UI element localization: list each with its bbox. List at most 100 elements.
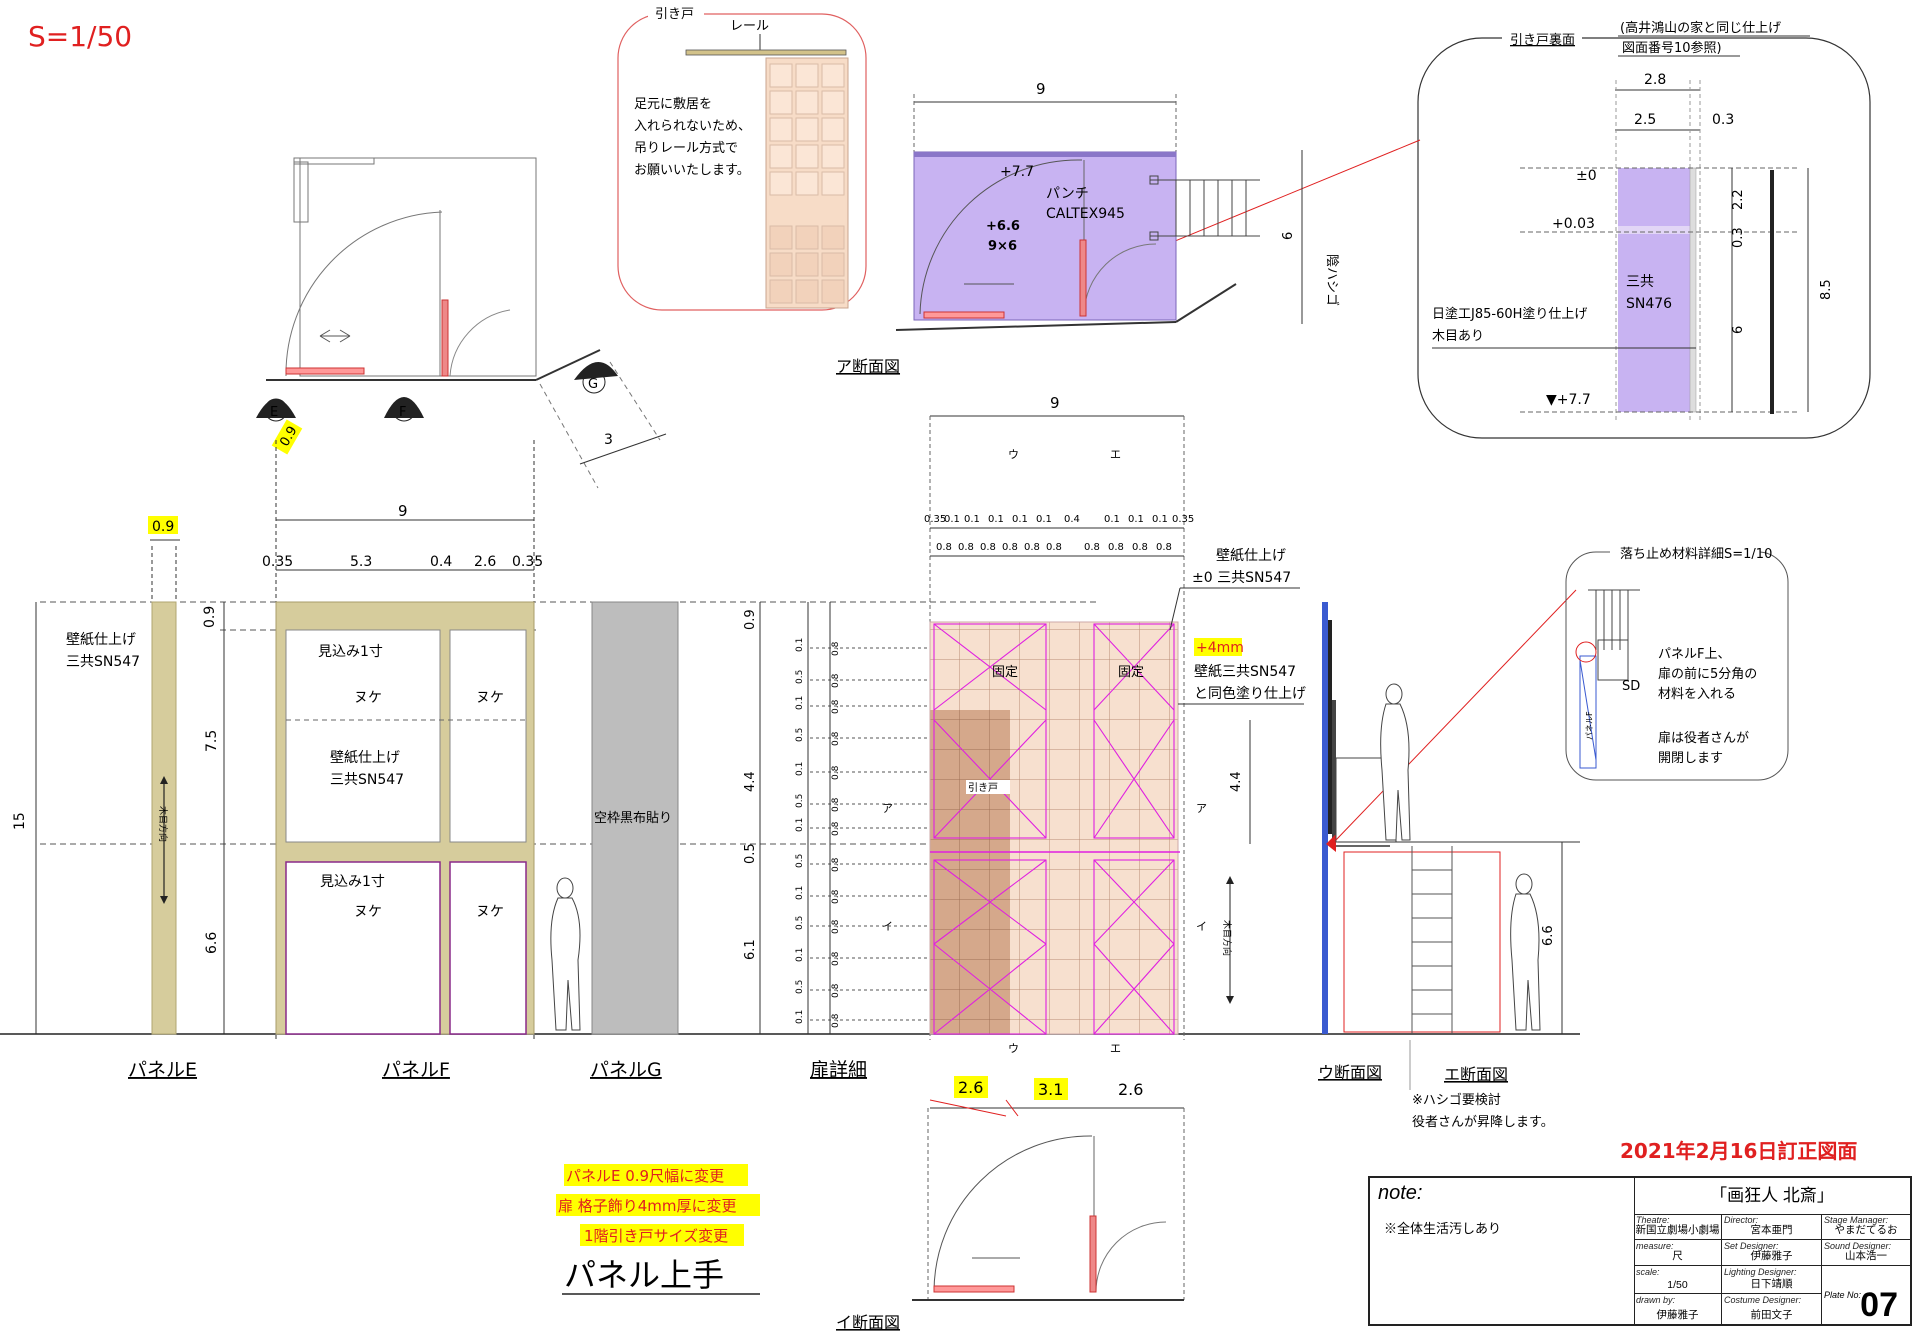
- back-face-ref-1: (高井鴻山の家と同じ仕上げ: [1620, 20, 1781, 36]
- changes-big: パネル上手: [564, 1256, 724, 1294]
- sliding-door-box: 引き戸 レール 足元に敷居を 入れられないため、 吊りレール方式で お願いいたし…: [617, 6, 867, 311]
- cell-sound-designer: Sound Designer:山本浩一: [1822, 1240, 1910, 1266]
- panel-g-label: パネルG: [590, 1059, 662, 1081]
- door-tile: [821, 252, 845, 277]
- detail-panel: パネルF: [1585, 711, 1594, 740]
- sec-a-side-dim: 6: [1281, 232, 1296, 240]
- h-66: 6.6: [204, 932, 220, 954]
- bb-finish-2: 木目あり: [1432, 329, 1484, 344]
- back-face-ref-2: 図面番号10参照): [1622, 40, 1722, 56]
- door-tile: [769, 171, 793, 196]
- door-tile: [821, 117, 845, 142]
- door-tile: [769, 279, 793, 304]
- sec-a-side-label: 陰ハシゴ: [1324, 254, 1340, 306]
- panel-f-nuke-1: ヌケ: [354, 690, 382, 706]
- door-i-right: イ: [1196, 920, 1207, 933]
- door-left-small-dim: 0.5: [795, 794, 805, 808]
- detail-text-5: 開閉します: [1658, 751, 1723, 766]
- cell-scale-value: 1/50: [1667, 1279, 1688, 1291]
- door-tile: [821, 63, 845, 88]
- door-left-09: 0.9: [743, 609, 758, 630]
- cell-set-designer: Set Designer:伊藤雅子: [1722, 1240, 1822, 1266]
- bb-level-0: ±0: [1576, 168, 1597, 184]
- door-top-cell-dim: 0.8: [980, 542, 996, 553]
- cell-set-label: Set Designer:: [1724, 1241, 1779, 1251]
- door-tile: [795, 225, 819, 250]
- cell-drawn-by: drawn by:伊藤雅子: [1634, 1294, 1722, 1324]
- door-tile: [795, 171, 819, 196]
- door-top-cell-dim: 0.8: [936, 542, 952, 553]
- door-e-top: エ: [1110, 448, 1121, 461]
- door-top-dim: 0.1: [1104, 514, 1120, 525]
- marker-e: E: [270, 405, 278, 420]
- plate-label: Plate No:: [1824, 1290, 1862, 1300]
- sec-a-size: +6.6: [986, 219, 1020, 234]
- panel-e-label: パネルE: [128, 1059, 197, 1081]
- e-width: 0.9: [152, 519, 174, 535]
- i-label: イ断面図: [836, 1313, 900, 1332]
- bb-dim-85: 8.5: [1819, 279, 1834, 300]
- panel-e-finish: 壁紙仕上げ: [66, 632, 136, 648]
- door-e-bot: エ: [1110, 1042, 1121, 1055]
- cell-sound-label: Sound Designer:: [1824, 1241, 1892, 1251]
- plate-value: 07: [1860, 1286, 1898, 1324]
- door-tile: [821, 279, 845, 304]
- back-face-box: 引き戸裏面 (高井鴻山の家と同じ仕上げ 図面番号10参照) 2.8 2.5 0.…: [1099, 20, 1871, 439]
- title-block: note: ※全体生活汚しあり 「画狂人 北斎」 Theatre:新国立劇場小劇…: [1368, 1176, 1912, 1326]
- door-left-cell-dim: 0.8: [831, 673, 841, 688]
- section-i: イ断面図: [836, 1108, 1185, 1332]
- detail-box: 落ち止め材料詳細S=1/10 パネルF SD パネルF上、 扉の前に5分角の 材…: [1565, 544, 1789, 781]
- door-bot-26b: 2.6: [1118, 1080, 1143, 1099]
- sliding-note-1: 足元に敷居を: [634, 97, 712, 112]
- panel-f-mikomi-bot: 見込み1寸: [320, 874, 385, 890]
- cell-costume-value: 前田文子: [1750, 1309, 1793, 1321]
- u-e-sections: 6.6: [1322, 589, 1580, 1034]
- e-label: エ断面図: [1444, 1065, 1508, 1084]
- door-top-dim: 0.1: [1152, 514, 1168, 525]
- total-height: 15: [12, 812, 28, 830]
- door-finish-1: 壁紙仕上げ: [1216, 548, 1286, 564]
- cell-costume-designer: Costume Designer:前田文子: [1722, 1294, 1822, 1324]
- door-top-cell-dim: 0.8: [1084, 542, 1100, 553]
- door-left-cell-dim: 0.8: [831, 821, 841, 836]
- door-left-small-dim: 0.1: [795, 1010, 805, 1024]
- cell-theatre-value: 新国立劇場小劇場: [1635, 1224, 1720, 1236]
- door-top-cell-dim: 0.8: [958, 542, 974, 553]
- door-tile: [769, 63, 793, 88]
- door-tile: [795, 252, 819, 277]
- door-finish-2: ±0 三共SN547: [1192, 570, 1291, 586]
- door-left-cell-dim: 0.8: [831, 699, 841, 714]
- door-tile: [769, 225, 793, 250]
- door-left-61: 6.1: [743, 939, 758, 960]
- door-right-44: 4.4: [1229, 771, 1244, 792]
- cell-theatre: Theatre:新国立劇場小劇場: [1634, 1214, 1722, 1240]
- door-top-dim: 0.1: [1128, 514, 1144, 525]
- note-heading: note:: [1378, 1182, 1423, 1204]
- cell-lighting-designer: Lighting Designer:日下靖順: [1722, 1266, 1822, 1294]
- cell-director-value: 宮本亜門: [1750, 1224, 1793, 1236]
- door-left-small-dim: 0.1: [795, 696, 805, 710]
- detail-text-4: 扉は役者さんが: [1658, 730, 1749, 746]
- door-top-cell-dim: 0.8: [1024, 542, 1040, 553]
- door-bot-26a: 2.6: [958, 1078, 983, 1097]
- door-left-cell-dim: 0.8: [831, 1013, 841, 1028]
- panel-e: 木目方向 壁紙仕上げ 三共SN547 パネルE: [66, 601, 197, 1081]
- door-slide: 引き戸: [968, 782, 998, 794]
- change-2: 扉 格子飾り4mm厚に変更: [558, 1197, 737, 1215]
- part-2: 5.3: [350, 554, 372, 570]
- cell-set-value: 伊藤雅子: [1750, 1250, 1793, 1262]
- bb-color: 三共: [1626, 274, 1654, 290]
- door-tile: [795, 144, 819, 169]
- panel-f-nuke-3: ヌケ: [354, 904, 382, 920]
- cell-scale: scale:1/50: [1634, 1266, 1722, 1294]
- door-left-small-dim: 0.1: [795, 762, 805, 776]
- door-u-bot: ウ: [1008, 1042, 1019, 1055]
- panel-g-text: 空枠黒布貼り: [594, 811, 672, 826]
- door-top-cell-dim: 0.8: [1156, 542, 1172, 553]
- door-left-small-dim: 0.1: [795, 638, 805, 652]
- bb-dim-28: 2.8: [1644, 72, 1666, 88]
- cell-measure-value: 尺: [1672, 1250, 1683, 1262]
- plan-markers: E F G 0.9 3: [256, 361, 618, 455]
- door-left-small-dim: 0.1: [795, 948, 805, 962]
- door-top-dim: 0.1: [988, 514, 1004, 525]
